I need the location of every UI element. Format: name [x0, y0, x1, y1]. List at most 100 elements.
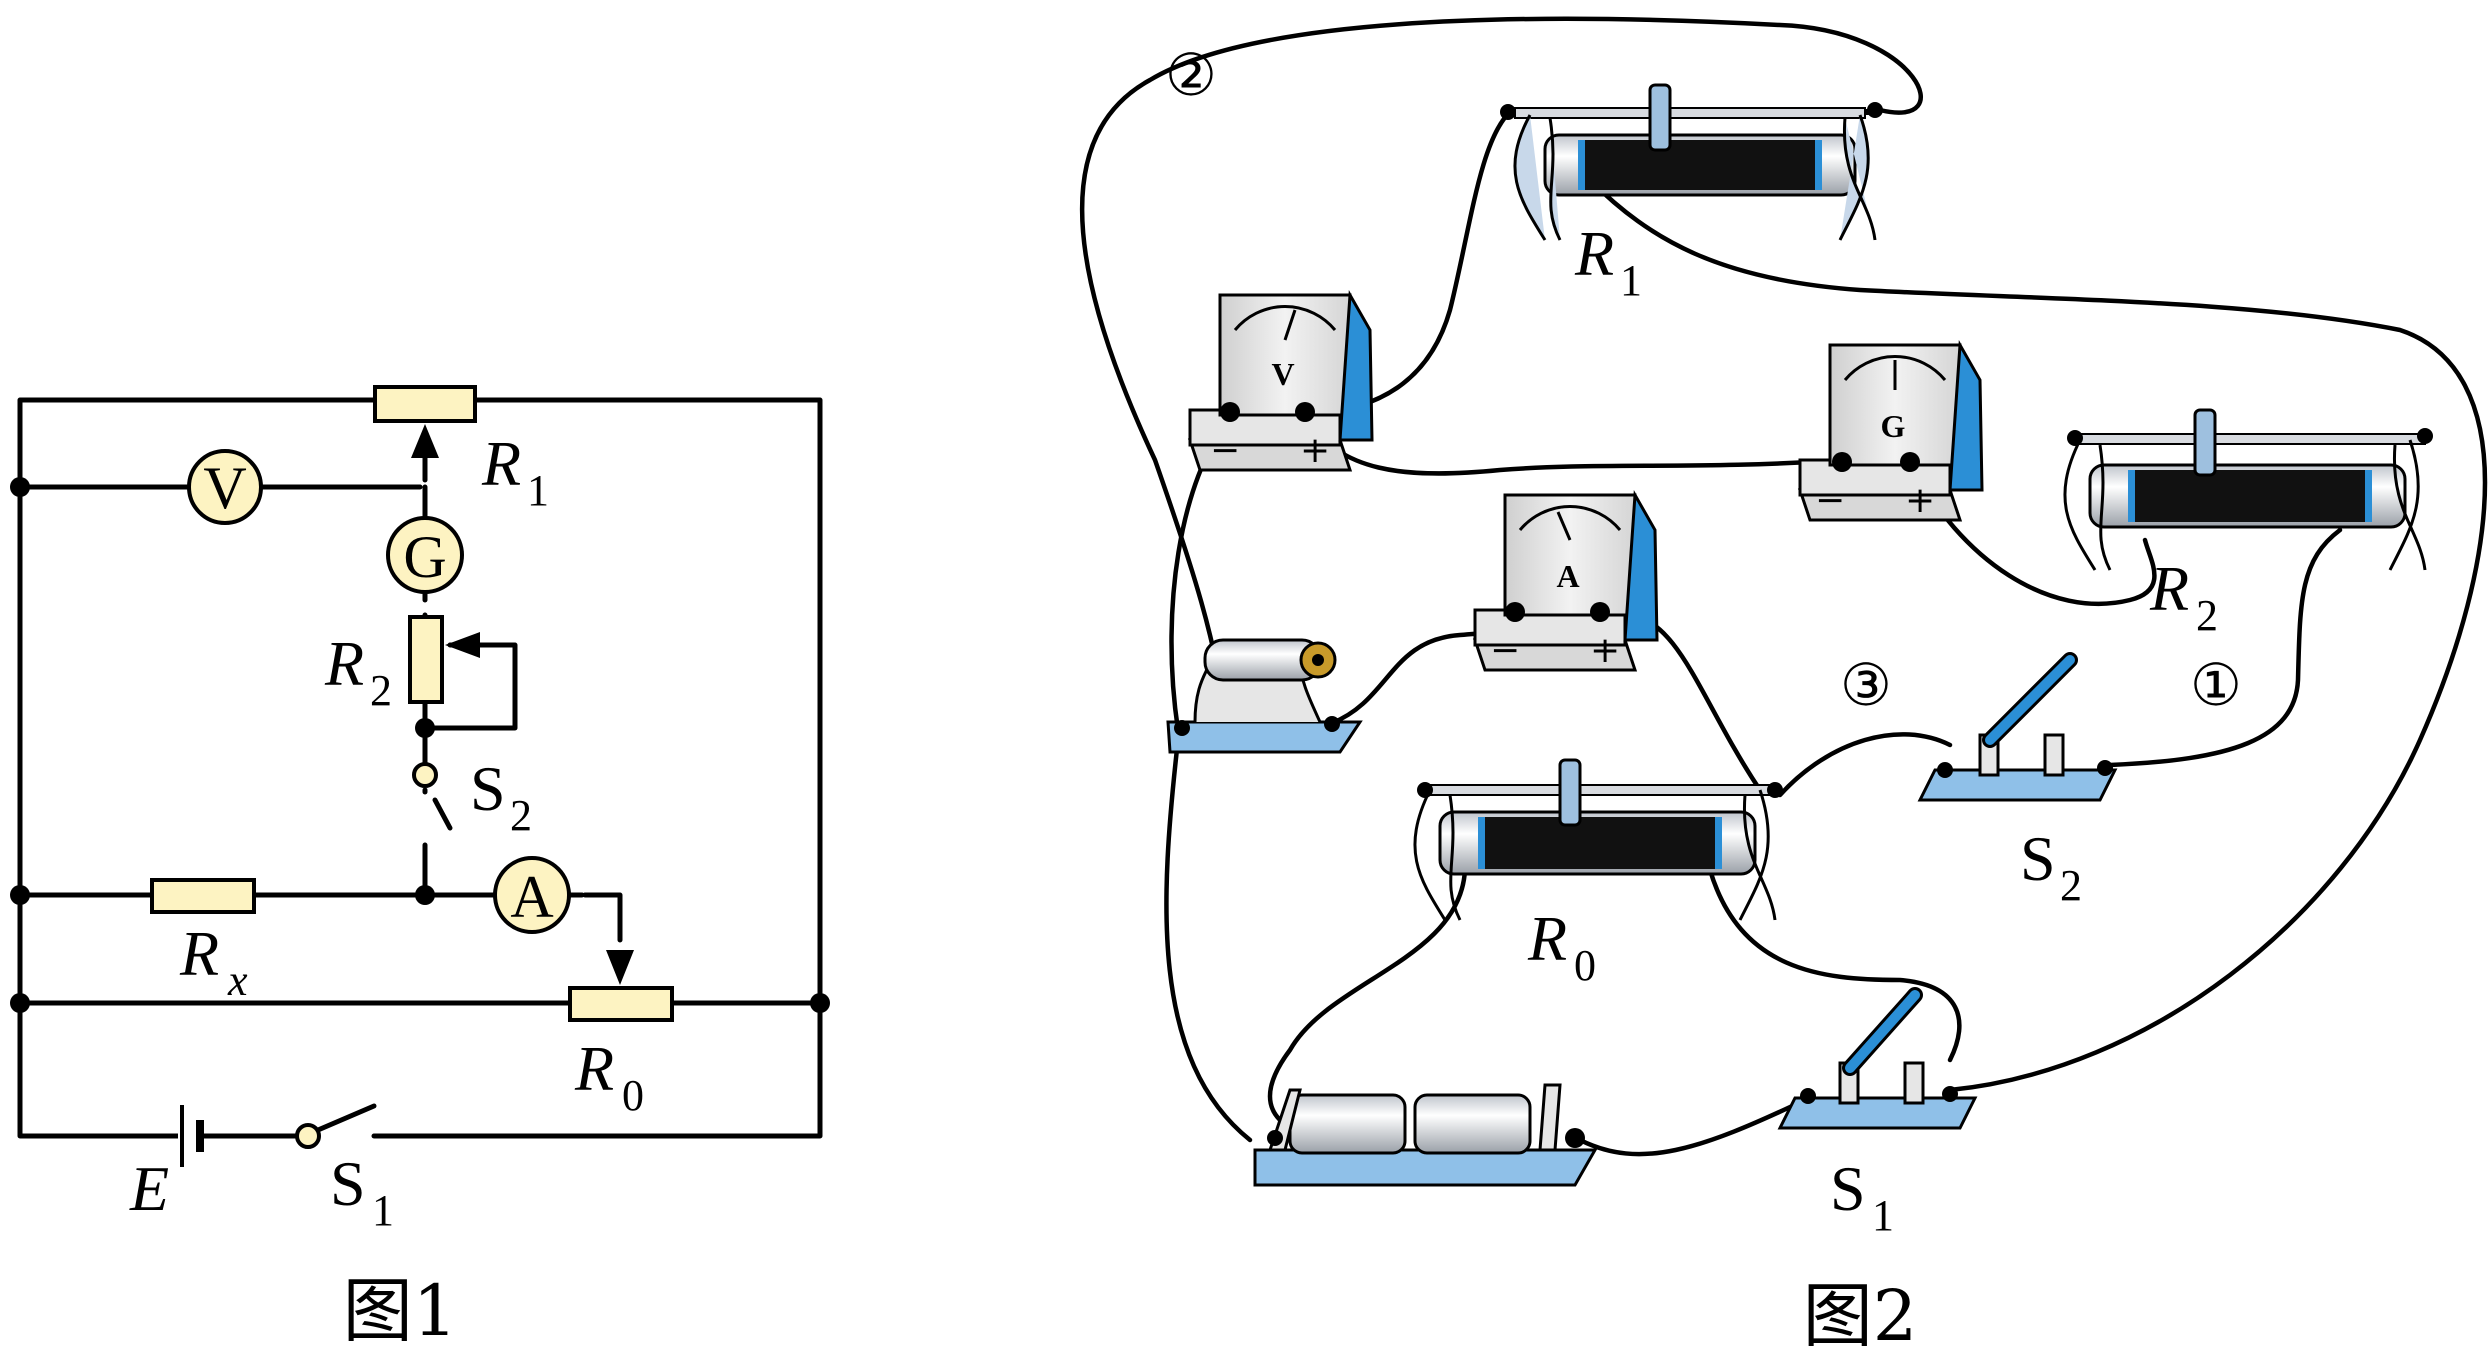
- r0-left-leg: [1413, 789, 1462, 921]
- voltmeter-device: V − +: [1187, 289, 1374, 472]
- voltmeter-needle: [1283, 309, 1297, 341]
- voltmeter-scale: [1233, 305, 1337, 331]
- s1-label-2: S: [1830, 1153, 1866, 1224]
- r2-label-2-sub: 2: [2196, 591, 2218, 640]
- ammeter-needle: [1556, 511, 1572, 541]
- schematic-diagram: V G A R 1 R: [10, 385, 830, 1352]
- s1-terminal: [1800, 1088, 1816, 1104]
- wire-r0-to-battery: [1267, 867, 1468, 1123]
- junction-dot: [810, 993, 830, 1013]
- r1-band: [1578, 140, 1585, 190]
- ammeter-symbol: [493, 856, 571, 934]
- r0-terminal: [1417, 782, 1433, 798]
- s2-lever: [1985, 655, 2075, 745]
- voltmeter-plus-terminal: [1295, 402, 1315, 422]
- rheostat-r0: R 0: [1413, 758, 1783, 990]
- rheostat-r1: R 1: [1500, 83, 1883, 305]
- r0-right-leg: [1738, 789, 1777, 921]
- ammeter-minus-sign: −: [1490, 630, 1520, 671]
- battery-cell-2: [1413, 1093, 1532, 1155]
- voltmeter-device-letter: V: [1271, 356, 1294, 392]
- r2-slider-arrow: [445, 632, 480, 658]
- r1-label: R: [481, 428, 521, 499]
- junction-dot: [415, 885, 435, 905]
- battery-terminal: [1267, 1130, 1283, 1146]
- galvanometer-plus-sign: +: [1905, 480, 1935, 521]
- ammeter-plus-sign: +: [1590, 630, 1620, 671]
- galvanometer-minus-terminal: [1832, 452, 1852, 472]
- r2-terminal: [2417, 428, 2433, 444]
- wire-2: [1079, 16, 1923, 728]
- battery-right-plate: [1538, 1083, 1562, 1152]
- switch-s2: S 2: [1917, 652, 2118, 910]
- galvanometer-symbol: [386, 516, 464, 594]
- ammeter-device: A − +: [1472, 489, 1659, 672]
- r2-slider-wire: [422, 642, 518, 731]
- battery-pack: [1253, 1083, 1598, 1187]
- figure1-caption: 图1: [343, 1270, 458, 1352]
- battery-terminal: [1565, 1128, 1585, 1148]
- cell-holder-terminal: [1174, 720, 1190, 736]
- voltmeter-minus-terminal: [1220, 402, 1240, 422]
- voltmeter-side: [1338, 289, 1374, 442]
- r1-resistor: [373, 385, 477, 423]
- r0-band: [1715, 817, 1722, 869]
- galvanometer-device-letter: G: [1881, 408, 1906, 444]
- r2-rail-bar: [2074, 433, 2426, 445]
- switch-s1: S 1: [1777, 987, 1978, 1240]
- rx-label-sub: x: [227, 956, 248, 1005]
- wire-marker-3: ③: [1840, 651, 1892, 719]
- s1-label-2-sub: 1: [1872, 1191, 1894, 1240]
- r2-label-sub: 2: [370, 666, 392, 715]
- wire-r1-to-s1: [1587, 177, 2488, 1093]
- junction-dot: [10, 885, 30, 905]
- battery-cell-1: [1288, 1093, 1407, 1155]
- s1-post: [1903, 1061, 1925, 1105]
- r0-label-sub: 0: [622, 1071, 644, 1120]
- r1-label-sub: 1: [527, 466, 549, 515]
- wire-marker-2: ②: [1165, 41, 1217, 109]
- r0-rail-bar: [1424, 784, 1776, 796]
- rx-label: R: [179, 918, 219, 989]
- battery-base: [1253, 1148, 1598, 1187]
- r2-slider: [2193, 408, 2217, 477]
- ammeter-scale: [1518, 505, 1622, 531]
- r1-coil: [1585, 140, 1815, 190]
- s1-blade: [315, 1103, 377, 1133]
- s2-label-2-sub: 2: [2060, 861, 2082, 910]
- r2-resistor: [408, 615, 444, 704]
- s1-label-sub: 1: [372, 1186, 394, 1235]
- r1-label-2-sub: 1: [1620, 256, 1642, 305]
- s1-label: S: [330, 1148, 366, 1219]
- r0-label-2-sub: 0: [1574, 941, 1596, 990]
- figure2-caption: 图2: [1803, 1275, 1918, 1357]
- galvanometer-letter: G: [403, 524, 446, 590]
- galvanometer-scale: [1843, 355, 1947, 381]
- galvanometer-side: [1948, 339, 1984, 492]
- s2-contact: [412, 762, 438, 788]
- wire-marker-1: ①: [2190, 651, 2242, 719]
- r0-slider-arrow: [606, 950, 634, 985]
- ammeter-plus-terminal: [1590, 602, 1610, 622]
- r0-coil: [1485, 817, 1715, 869]
- r1-terminal: [1867, 102, 1883, 118]
- s2-label: S: [470, 753, 506, 824]
- r1-left-leg: [1513, 114, 1562, 241]
- r0-band: [1478, 817, 1485, 869]
- r0-resistor: [568, 986, 674, 1022]
- ammeter-to-slider-wire: [582, 892, 623, 943]
- wire-battery-to-s1: [1577, 1097, 1808, 1157]
- wire-v-to-g: [1305, 417, 1845, 476]
- wire-cell-to-battery: [1164, 737, 1253, 1143]
- r1-label-2: R: [1574, 218, 1614, 289]
- s2-label-sub: 2: [510, 791, 532, 840]
- r1-slider: [1648, 83, 1672, 152]
- r2-band: [2128, 470, 2135, 522]
- wire-r0-to-s1: [1707, 867, 1962, 1063]
- s2-post: [2043, 733, 2065, 777]
- apparatus-diagram: R 1 R 2: [1079, 16, 2488, 1357]
- e-label: E: [129, 1153, 169, 1224]
- r0-terminal: [1767, 782, 1783, 798]
- s2-terminal: [2097, 760, 2113, 776]
- rheostat-r2: R 2: [2063, 408, 2433, 640]
